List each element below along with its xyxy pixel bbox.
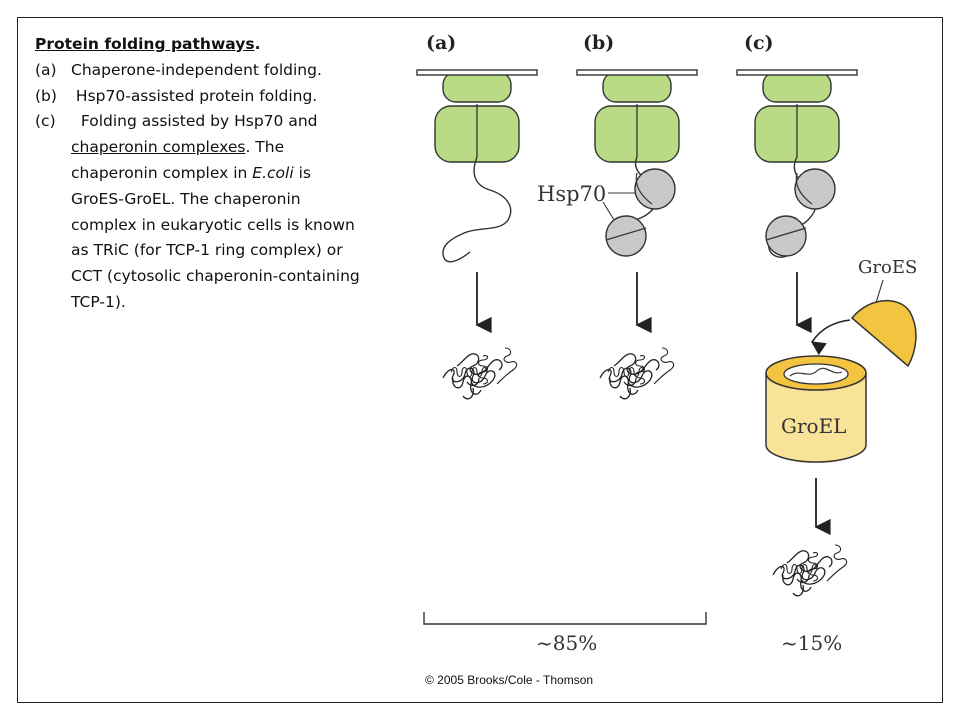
folding-pathway-figure: (a) (b) (c) Hsp70 GroES GroEL ~85% ~15% … [395, 20, 940, 700]
slide-frame [17, 17, 943, 703]
folded-protein-b [599, 347, 675, 400]
groel-body [765, 373, 867, 463]
nascent-chain-a [442, 156, 512, 263]
caption-title: Protein folding pathways. [35, 35, 261, 53]
folded-protein-c [772, 544, 848, 597]
panel-label-a: (a) [426, 32, 456, 54]
groel-cavity [783, 363, 849, 385]
panel-label-b: (b) [583, 32, 614, 54]
ribosome-c [736, 69, 858, 163]
hsp70-c-lower [765, 215, 807, 257]
chaperonin-complexes-link[interactable]: chaperonin complexes [71, 138, 246, 157]
caption-item-b: (b) Hsp70-assisted protein folding. [35, 86, 318, 105]
caption-block: Protein folding pathways. (a) Chaperone-… [35, 32, 365, 316]
hsp70-b-upper [634, 168, 676, 210]
copyright-text: © 2005 Brooks/Cole - Thomson [425, 673, 593, 687]
ribosome-a [416, 69, 538, 163]
groes-cap [850, 299, 917, 368]
folded-protein-a [442, 347, 518, 400]
hsp70-label: Hsp70 [537, 182, 606, 206]
caption-item-a: (a) Chaperone-independent folding. [35, 60, 322, 79]
groes-label: GroES [858, 257, 917, 278]
groel-label: GroEL [781, 414, 846, 438]
caption-item-c: (c) Folding assisted by Hsp70 and chaper… [35, 112, 360, 311]
percent-ab: ~85% [536, 631, 597, 655]
percent-c: ~15% [781, 631, 842, 655]
hsp70-b-lower [605, 215, 647, 257]
groes-arrow [810, 319, 851, 356]
bracket-ab [423, 612, 707, 625]
pathway-diagram: (a) (b) (c) Hsp70 GroES GroEL ~85% ~15% … [416, 32, 917, 687]
ribosome-b [576, 69, 698, 163]
hsp70-c-upper [794, 168, 836, 210]
panel-label-c: (c) [744, 32, 774, 54]
